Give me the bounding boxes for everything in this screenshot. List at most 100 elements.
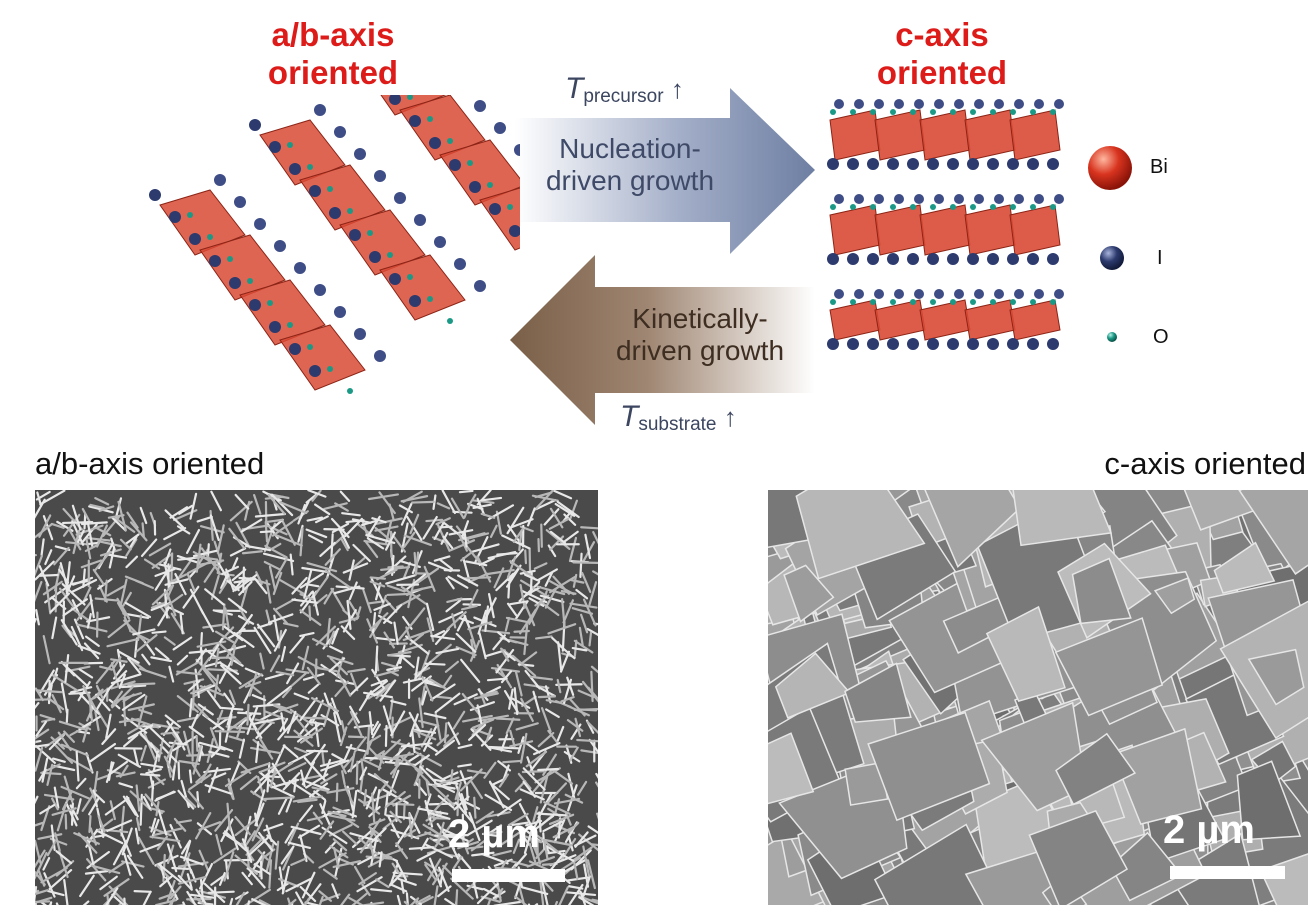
nanorod <box>52 667 59 682</box>
o-atom <box>850 109 856 115</box>
nanorod <box>35 896 53 904</box>
title-line: oriented <box>267 54 399 91</box>
nanorod <box>120 684 147 689</box>
nanorod <box>430 634 456 641</box>
i-atom <box>494 122 506 134</box>
nanorod <box>86 612 92 629</box>
nanorod <box>157 607 170 627</box>
nanorod <box>154 647 170 661</box>
nanorod <box>428 811 451 820</box>
nanorod <box>442 535 454 550</box>
nanorod <box>489 524 498 539</box>
nanorod <box>104 797 130 816</box>
nanorod <box>324 841 336 854</box>
nanorod <box>504 616 511 632</box>
nanorod <box>389 863 399 885</box>
nanorod <box>118 782 134 789</box>
nanorod <box>593 622 598 626</box>
nanorod <box>303 716 328 720</box>
i-atom <box>474 280 486 292</box>
nanorod <box>155 800 160 817</box>
nanorod <box>101 728 117 745</box>
nanorod <box>577 780 588 796</box>
nanorod <box>273 628 287 652</box>
t-symbol: T <box>565 72 584 105</box>
nanorod <box>35 554 44 577</box>
nanorod <box>135 817 141 832</box>
i-atom <box>1007 158 1019 170</box>
nanorod <box>116 601 127 617</box>
nanorod <box>137 836 155 865</box>
nanorod <box>267 783 295 798</box>
nanorod <box>235 521 251 549</box>
nanorod <box>358 872 377 886</box>
nanorod <box>105 713 112 740</box>
nanorod <box>84 635 100 647</box>
o-atom <box>1050 299 1056 305</box>
nanorod <box>561 530 579 545</box>
nanorod <box>176 525 191 535</box>
i-atom <box>874 99 884 109</box>
i-atom <box>934 289 944 299</box>
i-atom <box>1014 194 1024 204</box>
nanorod <box>540 707 552 733</box>
nanorod <box>554 900 558 905</box>
nanorod <box>406 515 423 541</box>
nanorod <box>35 821 44 827</box>
nanorod <box>179 855 204 866</box>
nanorod <box>138 667 167 679</box>
nanorod <box>231 557 239 571</box>
nanorod <box>142 638 156 656</box>
nanorod <box>298 804 314 823</box>
nanorod <box>195 812 212 840</box>
i-atom <box>927 253 939 265</box>
nanorod <box>355 606 362 621</box>
nanorod <box>255 740 260 764</box>
nanorod <box>253 626 272 655</box>
i-atom <box>269 321 281 333</box>
i-atom <box>1034 194 1044 204</box>
nanorod <box>532 741 561 756</box>
nanorod <box>35 498 46 519</box>
nanorod <box>415 782 428 796</box>
nanorod <box>248 672 258 697</box>
nanorod <box>432 862 448 886</box>
nanorod <box>573 861 579 880</box>
bi-octahedron <box>339 209 426 276</box>
nanorod <box>292 795 323 803</box>
nanorod <box>400 585 427 605</box>
nanorod <box>303 756 326 782</box>
i-atom <box>289 163 301 175</box>
nanorod <box>506 556 517 579</box>
bi-octahedron <box>964 299 1016 341</box>
nanorod <box>39 669 55 694</box>
o-atom <box>287 142 293 148</box>
nanorod <box>291 576 308 595</box>
nanorod <box>219 662 240 676</box>
nanorod <box>581 571 592 593</box>
nanorod <box>588 738 598 754</box>
i-atom <box>867 338 879 350</box>
nanorod <box>458 490 474 494</box>
nanorod <box>524 549 528 565</box>
nanorod <box>110 690 124 707</box>
nanorod <box>384 790 406 809</box>
nanorod <box>542 820 563 833</box>
nanorod <box>514 670 523 697</box>
nanorod <box>509 600 529 606</box>
nanorod <box>214 630 235 644</box>
nanoflake <box>867 711 991 822</box>
nanorod <box>461 813 465 839</box>
nanorod <box>536 834 560 853</box>
bi-octahedron <box>829 299 881 341</box>
nanorod <box>164 593 184 609</box>
nanorod <box>415 894 431 905</box>
o-atom <box>830 204 836 210</box>
nanorod <box>277 877 299 888</box>
nanorod <box>421 690 428 706</box>
o-atom <box>207 234 213 240</box>
i-atom <box>974 194 984 204</box>
nanorod <box>180 839 191 855</box>
nanorod <box>497 760 512 772</box>
nanorod <box>523 624 529 656</box>
